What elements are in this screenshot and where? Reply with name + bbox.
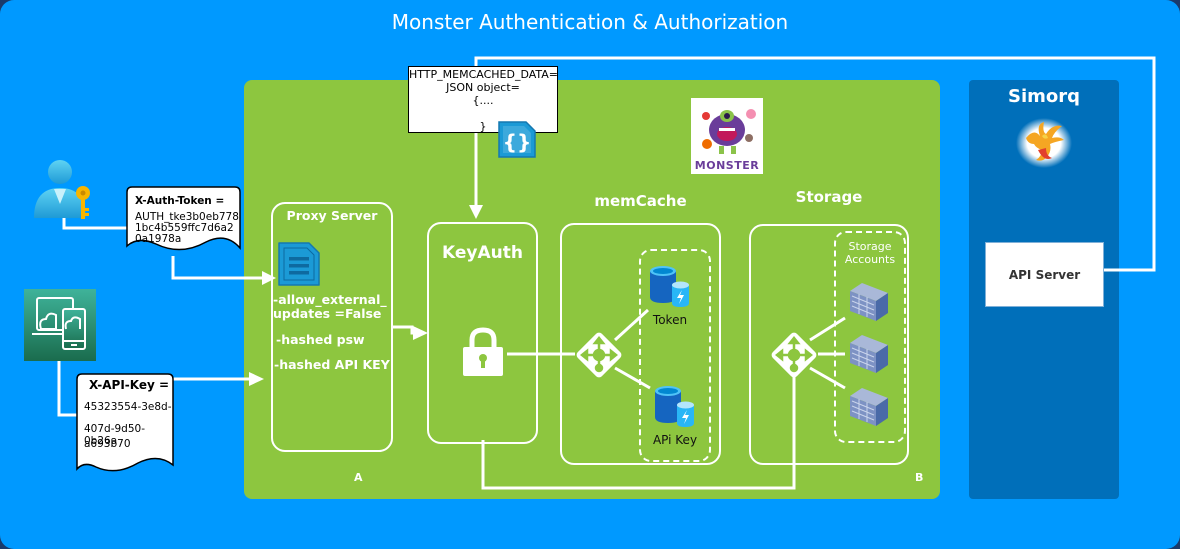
memcache-box[interactable] (560, 223, 721, 465)
memcached-note-line-1: HTTP_MEMCACHED_DATA= (409, 68, 559, 81)
auth-token-heading: X-Auth-Token = (135, 195, 225, 207)
proxy-setting-3: -hashed psw (276, 332, 365, 347)
auth-token-document[interactable]: X-Auth-Token = AUTH_tke3b0eb778 1bc4b559… (126, 186, 241, 256)
api-key-line-2: 407d-9d50-0b26a (84, 423, 145, 447)
monster-panel (244, 80, 940, 499)
json-file-icon: {} (496, 120, 537, 159)
token-cache-icon (648, 265, 692, 307)
storage-title: Storage (795, 188, 863, 206)
auth-token-line-1: AUTH_tke3b0eb778 (135, 211, 239, 223)
storage-account-icon (848, 386, 890, 428)
api-key-document[interactable]: X-API-Key = 45323554-3e8d- 407d-9d50-0b2… (76, 373, 174, 478)
apikey-store-label: APi Key (652, 433, 698, 447)
monster-logo: MONSTER (691, 98, 763, 174)
memcached-note-line-2: JSON object= (446, 81, 520, 94)
arrowhead-keyauth (413, 326, 428, 340)
storage-accounts-group (834, 231, 906, 443)
proxy-setting-2: updates =False (273, 306, 382, 321)
token-to-proxy-line (171, 256, 262, 280)
auth-token-line-2: 1bc4b559ffc7d6a2 (135, 222, 234, 234)
storage-accounts-label-line-1: Storage (848, 240, 892, 253)
router-to-apikey-line (614, 366, 651, 390)
router-to-account-1-line (809, 316, 846, 342)
proxy-server-box[interactable] (271, 202, 393, 452)
apikey-cache-icon (653, 385, 697, 427)
device-to-apikey-line (57, 358, 77, 417)
storage-accounts-label-line-2: Accounts (844, 253, 896, 266)
proxy-server-title: Proxy Server (286, 208, 378, 223)
proxy-setting-1: -allow_external_ (273, 292, 387, 307)
lock-icon (462, 327, 504, 377)
memcached-note-line-4 (409, 107, 557, 120)
keyauth-to-storage-line (481, 377, 796, 490)
cloud-devices-icon (24, 289, 96, 361)
memcache-store-group (639, 249, 711, 462)
storage-accounts-label: Storage Accounts (834, 240, 906, 266)
zone-label-a: A (354, 471, 363, 484)
arrowhead-proxy-token (262, 271, 276, 285)
router-to-account-3-line (809, 366, 846, 390)
proxy-setting-4: -hashed API KEY (274, 357, 390, 372)
zone-label-b: B (915, 471, 924, 484)
keyauth-box[interactable] (427, 222, 538, 444)
keyauth-title: KeyAuth (442, 243, 523, 263)
memcache-router-icon (573, 329, 625, 381)
user-key-icon (32, 158, 96, 222)
document-icon (276, 240, 322, 288)
api-server-node[interactable]: API Server (985, 242, 1104, 307)
monster-logo-label: MONSTER (694, 159, 760, 172)
svg-text:{}: {} (503, 130, 531, 154)
api-key-heading: X-API-Key = (89, 378, 170, 392)
api-key-line-1: 45323554-3e8d- (84, 401, 172, 413)
auth-token-line-3: 0a1978a (135, 233, 182, 245)
memcached-data-note: HTTP_MEMCACHED_DATA= JSON object= {.... … (408, 66, 558, 133)
memcache-title: memCache (594, 192, 687, 210)
storage-account-icon (848, 281, 890, 323)
memcached-note-line-3: {.... (472, 94, 494, 107)
router-to-token-line (613, 308, 650, 342)
phoenix-logo-icon (1016, 118, 1072, 168)
user-to-token-line (62, 218, 127, 230)
arrowhead-keyauth-top (469, 205, 483, 219)
storage-box[interactable] (749, 224, 909, 465)
token-store-label: Token (652, 313, 688, 327)
memcached-note-line-5: } (479, 120, 487, 133)
storage-router-icon (768, 329, 820, 381)
storage-account-icon (848, 333, 890, 375)
diagram-title: Monster Authentication & Authorization (391, 10, 789, 34)
simorq-title: Simorq (1007, 86, 1081, 107)
api-key-line-3: a693b70 (84, 438, 131, 450)
arrowhead-proxy-apikey (249, 372, 264, 386)
